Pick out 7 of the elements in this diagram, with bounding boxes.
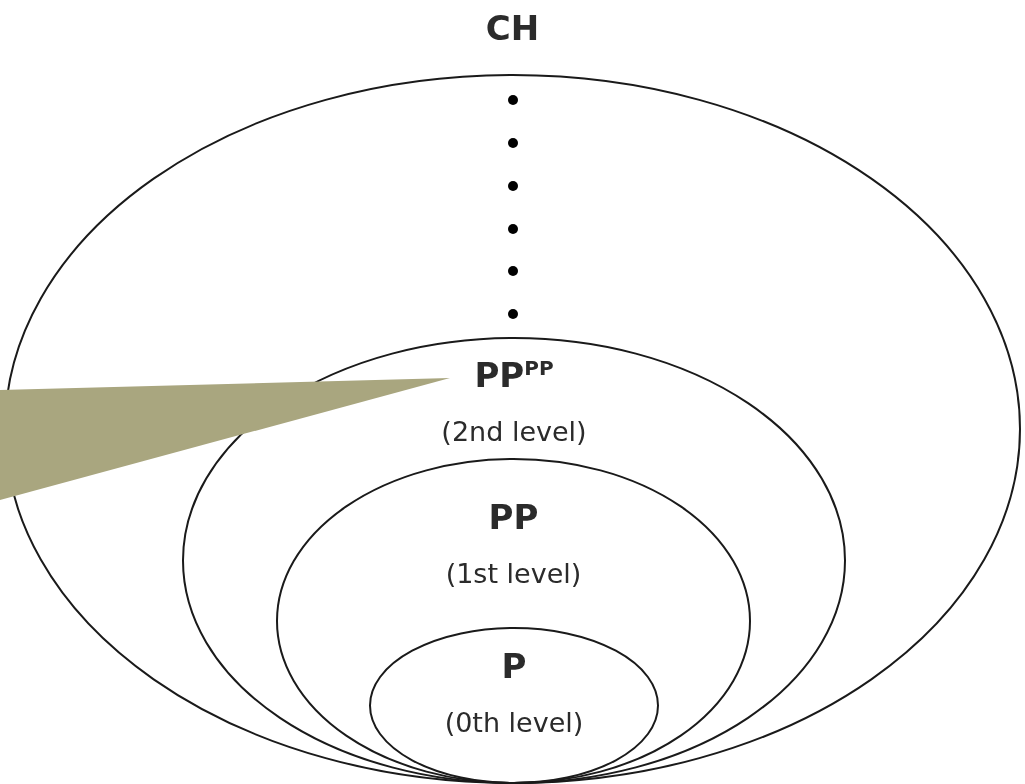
level-title: P <box>501 646 527 686</box>
level-title: PP <box>488 497 539 537</box>
level-subtitle: (0th level) <box>444 707 584 738</box>
level-subtitle: (1st level) <box>445 558 582 589</box>
level-subtitle: (2nd level) <box>441 416 587 447</box>
level-title: CH <box>485 8 540 48</box>
level-title: PP$^{PP}$ <box>474 355 554 395</box>
